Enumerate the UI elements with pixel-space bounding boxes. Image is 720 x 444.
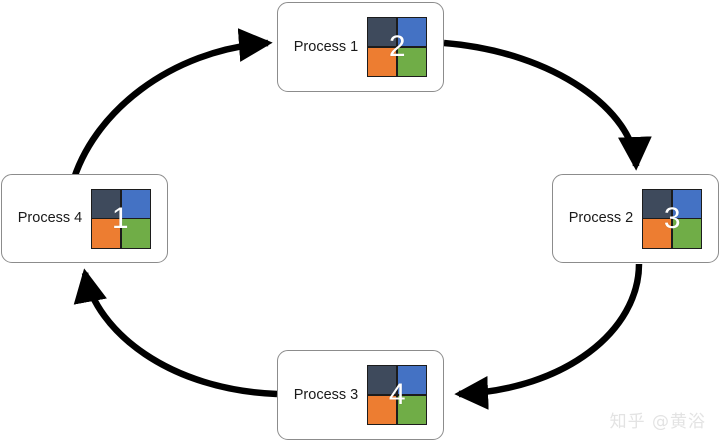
quadrant-bottom-left <box>368 395 397 424</box>
arrow-process4-to-process1 <box>68 28 273 186</box>
arrow-process1-to-process2 <box>443 39 652 171</box>
process-4-badge: 1 <box>111 201 129 235</box>
process-2-badge: 3 <box>663 201 681 235</box>
quadrant-bottom-left <box>92 219 121 248</box>
quadrant-icon-process-4: 1 <box>91 188 152 249</box>
quadrant-top-right <box>121 189 151 218</box>
quadrant-icon-process-3: 4 <box>367 365 428 425</box>
process-node-2[interactable]: Process 2 3 <box>552 174 719 263</box>
quadrant-top-left <box>92 189 121 218</box>
process-node-3[interactable]: Process 3 4 <box>277 350 444 440</box>
arrow-process3-to-process4 <box>73 268 278 398</box>
process-1-label: Process 1 <box>293 38 359 55</box>
quadrant-top-left <box>368 366 397 395</box>
process-3-badge: 4 <box>388 378 406 411</box>
process-3-label: Process 3 <box>293 386 359 403</box>
quadrant-icon-process-2: 3 <box>642 188 703 249</box>
process-2-label: Process 2 <box>568 210 634 227</box>
watermark: 知乎 @黄浴 <box>609 412 706 432</box>
quadrant-bottom-right <box>121 219 151 248</box>
process-1-badge: 2 <box>388 30 406 63</box>
quadrant-bottom-left <box>643 219 672 248</box>
quadrant-top-right <box>397 18 427 47</box>
quadrant-bottom-right <box>397 395 427 424</box>
quadrant-bottom-left <box>368 47 397 76</box>
arrow-process2-to-process3 <box>454 263 643 410</box>
process-4-label: Process 4 <box>17 210 83 227</box>
quadrant-top-left <box>368 18 397 47</box>
quadrant-top-right <box>397 366 427 395</box>
quadrant-top-right <box>672 189 702 218</box>
quadrant-top-left <box>643 189 672 218</box>
process-node-1[interactable]: Process 1 2 <box>277 2 444 92</box>
quadrant-bottom-right <box>672 219 702 248</box>
process-node-4[interactable]: Process 4 1 <box>1 174 168 263</box>
quadrant-icon-process-1: 2 <box>367 17 428 77</box>
quadrant-bottom-right <box>397 47 427 76</box>
